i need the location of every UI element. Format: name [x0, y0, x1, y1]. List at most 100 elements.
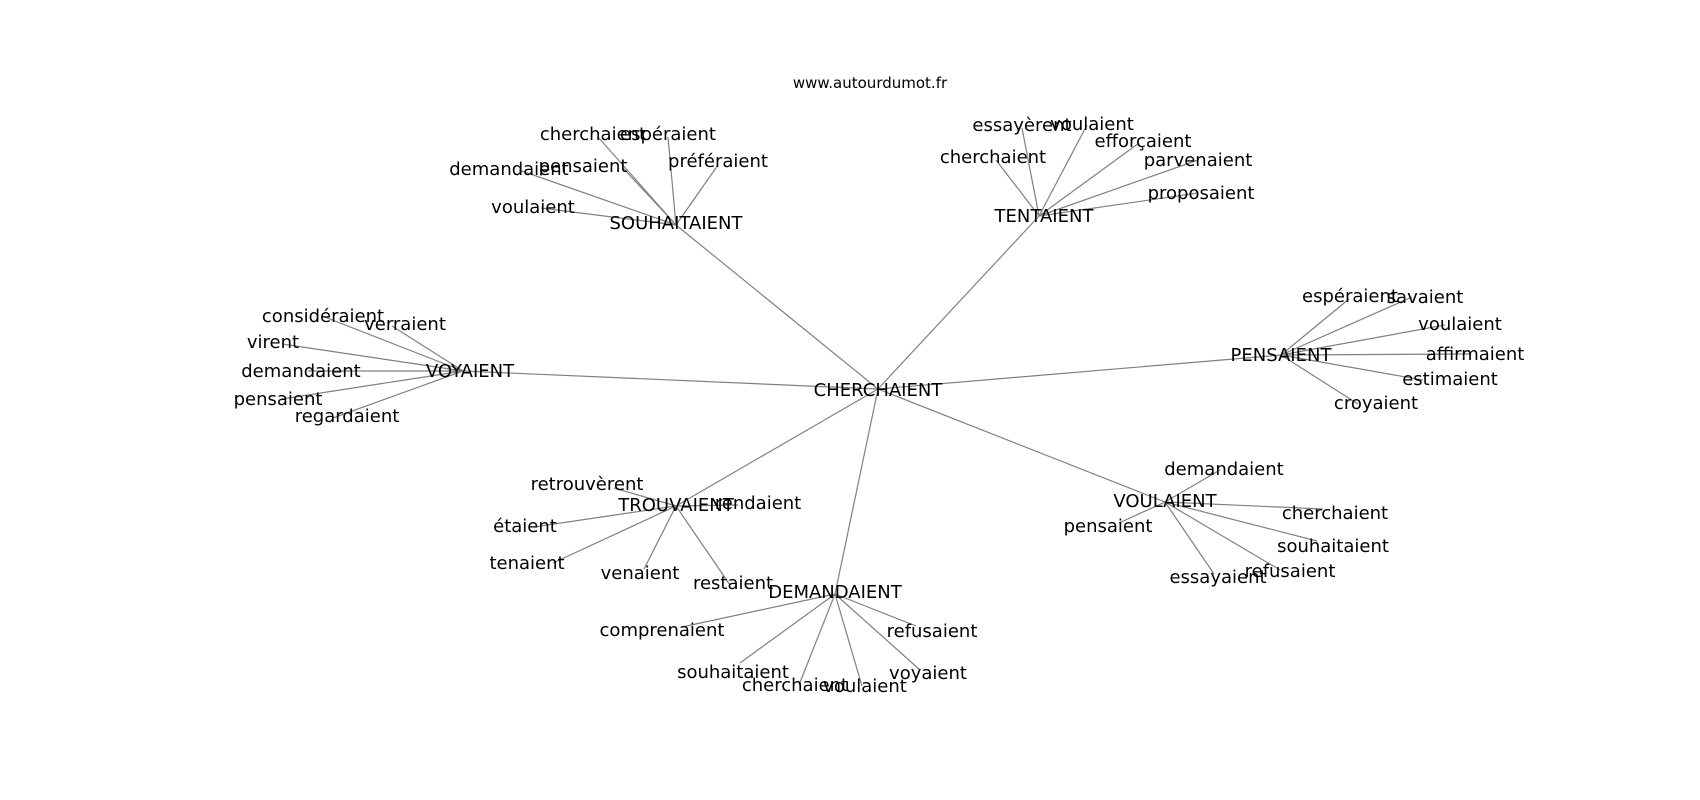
edge-hub-to-leaf — [391, 325, 464, 372]
edge-hub-to-leaf — [1118, 501, 1166, 524]
edge-hub-to-leaf — [675, 504, 739, 507]
leaf-node[interactable]: croyaient — [1334, 393, 1418, 414]
leaf-node[interactable]: pensaient — [1064, 516, 1153, 537]
edge-hub-to-leaf — [552, 505, 677, 564]
edge-hub-to-leaf — [834, 593, 917, 627]
edge-hub-to-leaf — [1021, 127, 1040, 217]
leaf-node[interactable]: refusaient — [1245, 561, 1336, 582]
edge-center-to-hub — [877, 215, 1040, 390]
leaf-node[interactable]: affirmaient — [1426, 344, 1525, 365]
edge-hub-to-leaf — [1280, 353, 1471, 356]
hub-node[interactable]: VOYAIENT — [426, 361, 515, 382]
leaf-node[interactable]: verraient — [364, 314, 446, 335]
leaf-node[interactable]: efforçaient — [1095, 131, 1192, 152]
leaf-node[interactable]: pensaient — [234, 389, 323, 410]
leaf-node[interactable]: considéraient — [262, 306, 384, 327]
center-node[interactable]: CHERCHAIENT — [814, 380, 944, 401]
leaf-node[interactable]: demandaient — [1164, 459, 1283, 480]
site-label: www.autourdumot.fr — [793, 74, 948, 92]
hub-node[interactable]: SOUHAITAIENT — [610, 213, 744, 234]
edge-center-to-hub — [675, 224, 879, 390]
edge-hub-to-leaf — [321, 315, 464, 372]
edge-hub-to-leaf — [1164, 469, 1221, 503]
leaf-node[interactable]: estimaient — [1402, 369, 1498, 390]
leaf-node[interactable]: pensaient — [539, 156, 628, 177]
edge-hub-to-leaf — [332, 370, 464, 419]
leaf-node[interactable]: virent — [247, 332, 299, 353]
leaf-node[interactable]: étaient — [493, 516, 557, 537]
leaf-node[interactable]: parvenaient — [1144, 150, 1253, 171]
edge-center-to-hub — [877, 354, 1282, 390]
edge-hub-to-leaf — [1038, 124, 1088, 217]
leaf-node[interactable]: refusaient — [887, 621, 978, 642]
leaf-node[interactable]: voulaient — [1418, 314, 1502, 335]
leaf-node[interactable]: proposaient — [1148, 183, 1255, 204]
leaf-node[interactable]: essayaient — [1169, 567, 1266, 588]
edge-hub-to-leaf — [834, 593, 921, 671]
leaf-node[interactable]: cherchaient — [940, 147, 1046, 168]
edge-hub-to-leaf — [1280, 298, 1350, 356]
edge-hub-to-leaf — [1038, 142, 1140, 217]
leaf-node[interactable]: voulaient — [1050, 114, 1134, 135]
edge-hub-to-leaf — [1280, 324, 1446, 356]
leaf-node[interactable]: souhaitaient — [1277, 536, 1389, 557]
edge-center-to-hub — [462, 370, 879, 390]
leaf-node[interactable]: rendaient — [715, 493, 801, 514]
edge-hub-to-leaf — [518, 169, 677, 226]
edge-hub-to-leaf — [1164, 501, 1324, 510]
edge-hub-to-leaf — [643, 505, 677, 570]
edge-hub-to-leaf — [739, 593, 836, 664]
hub-node[interactable]: DEMANDAIENT — [768, 582, 903, 603]
edges-layer — [281, 124, 1471, 687]
leaf-node[interactable]: comprenaient — [600, 620, 725, 641]
edge-hub-to-leaf — [681, 593, 836, 628]
edge-hub-to-leaf — [281, 343, 464, 372]
edge-hub-to-leaf — [1164, 501, 1318, 542]
leaf-node[interactable]: tenaient — [489, 553, 564, 574]
edge-hub-to-leaf — [798, 593, 836, 686]
edge-hub-to-leaf — [613, 487, 677, 507]
leaf-node[interactable]: cherchaient — [1282, 503, 1388, 524]
leaf-node[interactable]: demandaient — [241, 361, 360, 382]
hub-node[interactable]: PENSAIENT — [1231, 345, 1333, 366]
edge-center-to-hub — [834, 388, 879, 595]
leaf-node[interactable]: espéraient — [620, 124, 716, 145]
edge-hub-to-leaf — [281, 370, 464, 400]
edge-hub-to-leaf — [675, 505, 731, 586]
hub-node[interactable]: TENTAIENT — [994, 206, 1095, 227]
leaf-node[interactable]: retrouvèrent — [531, 474, 644, 495]
leaf-node[interactable]: cherchaient — [540, 124, 646, 145]
leaf-node[interactable]: savaient — [1387, 287, 1464, 308]
leaf-node[interactable]: venaient — [601, 563, 680, 584]
edge-hub-to-leaf — [1280, 354, 1359, 405]
edge-hub-to-leaf — [622, 167, 677, 226]
edge-hub-to-leaf — [533, 505, 677, 528]
edge-hub-to-leaf — [1038, 192, 1199, 217]
edge-hub-to-leaf — [1280, 296, 1413, 356]
edge-hub-to-leaf — [834, 593, 863, 687]
hub-node[interactable]: TROUVAIENT — [617, 495, 734, 516]
edge-hub-to-leaf — [995, 159, 1040, 217]
leaf-node[interactable]: essayèrent — [972, 115, 1071, 136]
leaf-node[interactable]: souhaitaient — [677, 662, 789, 683]
leaf-node[interactable]: voulaient — [491, 197, 575, 218]
leaf-node[interactable]: voulaient — [823, 676, 907, 697]
edge-hub-to-leaf — [675, 164, 719, 226]
hub-node[interactable]: VOULAIENT — [1113, 491, 1217, 512]
edge-center-to-hub — [877, 388, 1166, 503]
edge-hub-to-leaf — [1164, 501, 1281, 571]
edge-hub-to-leaf — [1164, 501, 1215, 575]
leaf-node[interactable]: espéraient — [1302, 286, 1398, 307]
edge-center-to-hub — [675, 388, 879, 507]
leaf-node[interactable]: préféraient — [668, 151, 768, 172]
leaf-node[interactable]: regardaient — [295, 406, 400, 427]
edge-hub-to-leaf — [540, 207, 677, 226]
leaf-node[interactable]: restaient — [693, 573, 773, 594]
leaf-node[interactable]: demandaient — [449, 159, 568, 180]
edge-hub-to-leaf — [1280, 354, 1424, 381]
leaf-node[interactable]: voyaient — [889, 663, 967, 684]
edge-hub-to-leaf — [1038, 159, 1199, 217]
leaf-node[interactable]: cherchaient — [742, 675, 848, 696]
edge-hub-to-leaf — [667, 136, 677, 226]
